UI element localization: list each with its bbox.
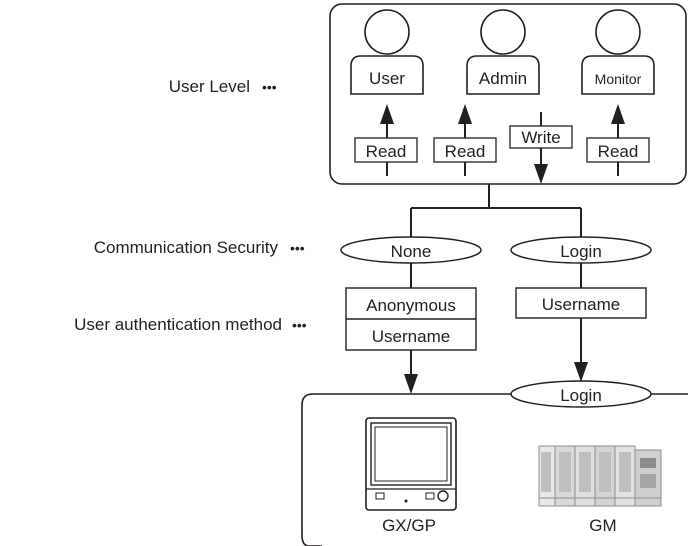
user-level-label: User Level — [169, 77, 250, 96]
user-auth-method-label: User authentication method — [74, 315, 282, 334]
auth-username-none-label: Username — [372, 327, 450, 346]
down-arrow-icon — [404, 374, 418, 394]
security-none-label: None — [391, 242, 432, 261]
device-login-ellipse — [510, 380, 652, 408]
down-arrow-icon — [574, 362, 588, 382]
security-login-label: Login — [560, 242, 602, 261]
admin-write-box — [509, 125, 573, 149]
user-level-dots: ••• — [262, 79, 277, 95]
person-icon — [350, 9, 424, 95]
gm-label: GM — [589, 516, 616, 535]
auth-anonymous-label: Anonymous — [366, 296, 456, 315]
admin-read-label: Read — [445, 142, 486, 161]
gm-device-icon — [538, 445, 662, 507]
up-arrow-icon — [458, 104, 472, 124]
gx-gp-device-icon — [365, 417, 457, 511]
up-arrow-icon — [380, 104, 394, 124]
device-login-label: Login — [560, 386, 602, 405]
down-arrow-icon — [534, 164, 548, 184]
communication-security-dots: ••• — [290, 240, 305, 256]
user-read-label: Read — [366, 142, 407, 161]
user-level-box — [329, 3, 687, 185]
up-arrow-icon — [611, 104, 625, 124]
auth-username-login-label: Username — [542, 295, 620, 314]
monitor-read-box — [586, 137, 650, 163]
monitor-read-label: Read — [598, 142, 639, 161]
admin-role-label: Admin — [479, 69, 527, 88]
person-icon — [581, 9, 655, 95]
user-auth-method-dots: ••• — [292, 317, 307, 333]
person-icon — [466, 9, 540, 95]
device-box — [301, 393, 688, 546]
monitor-role-label: Monitor — [595, 71, 642, 87]
admin-read-box — [433, 137, 497, 163]
gx-gp-label: GX/GP — [382, 516, 436, 535]
connector-tree — [410, 184, 582, 237]
user-read-box — [354, 137, 418, 163]
admin-write-label: Write — [521, 128, 560, 147]
communication-security-label: Communication Security — [94, 238, 279, 257]
user-role-label: User — [369, 69, 405, 88]
